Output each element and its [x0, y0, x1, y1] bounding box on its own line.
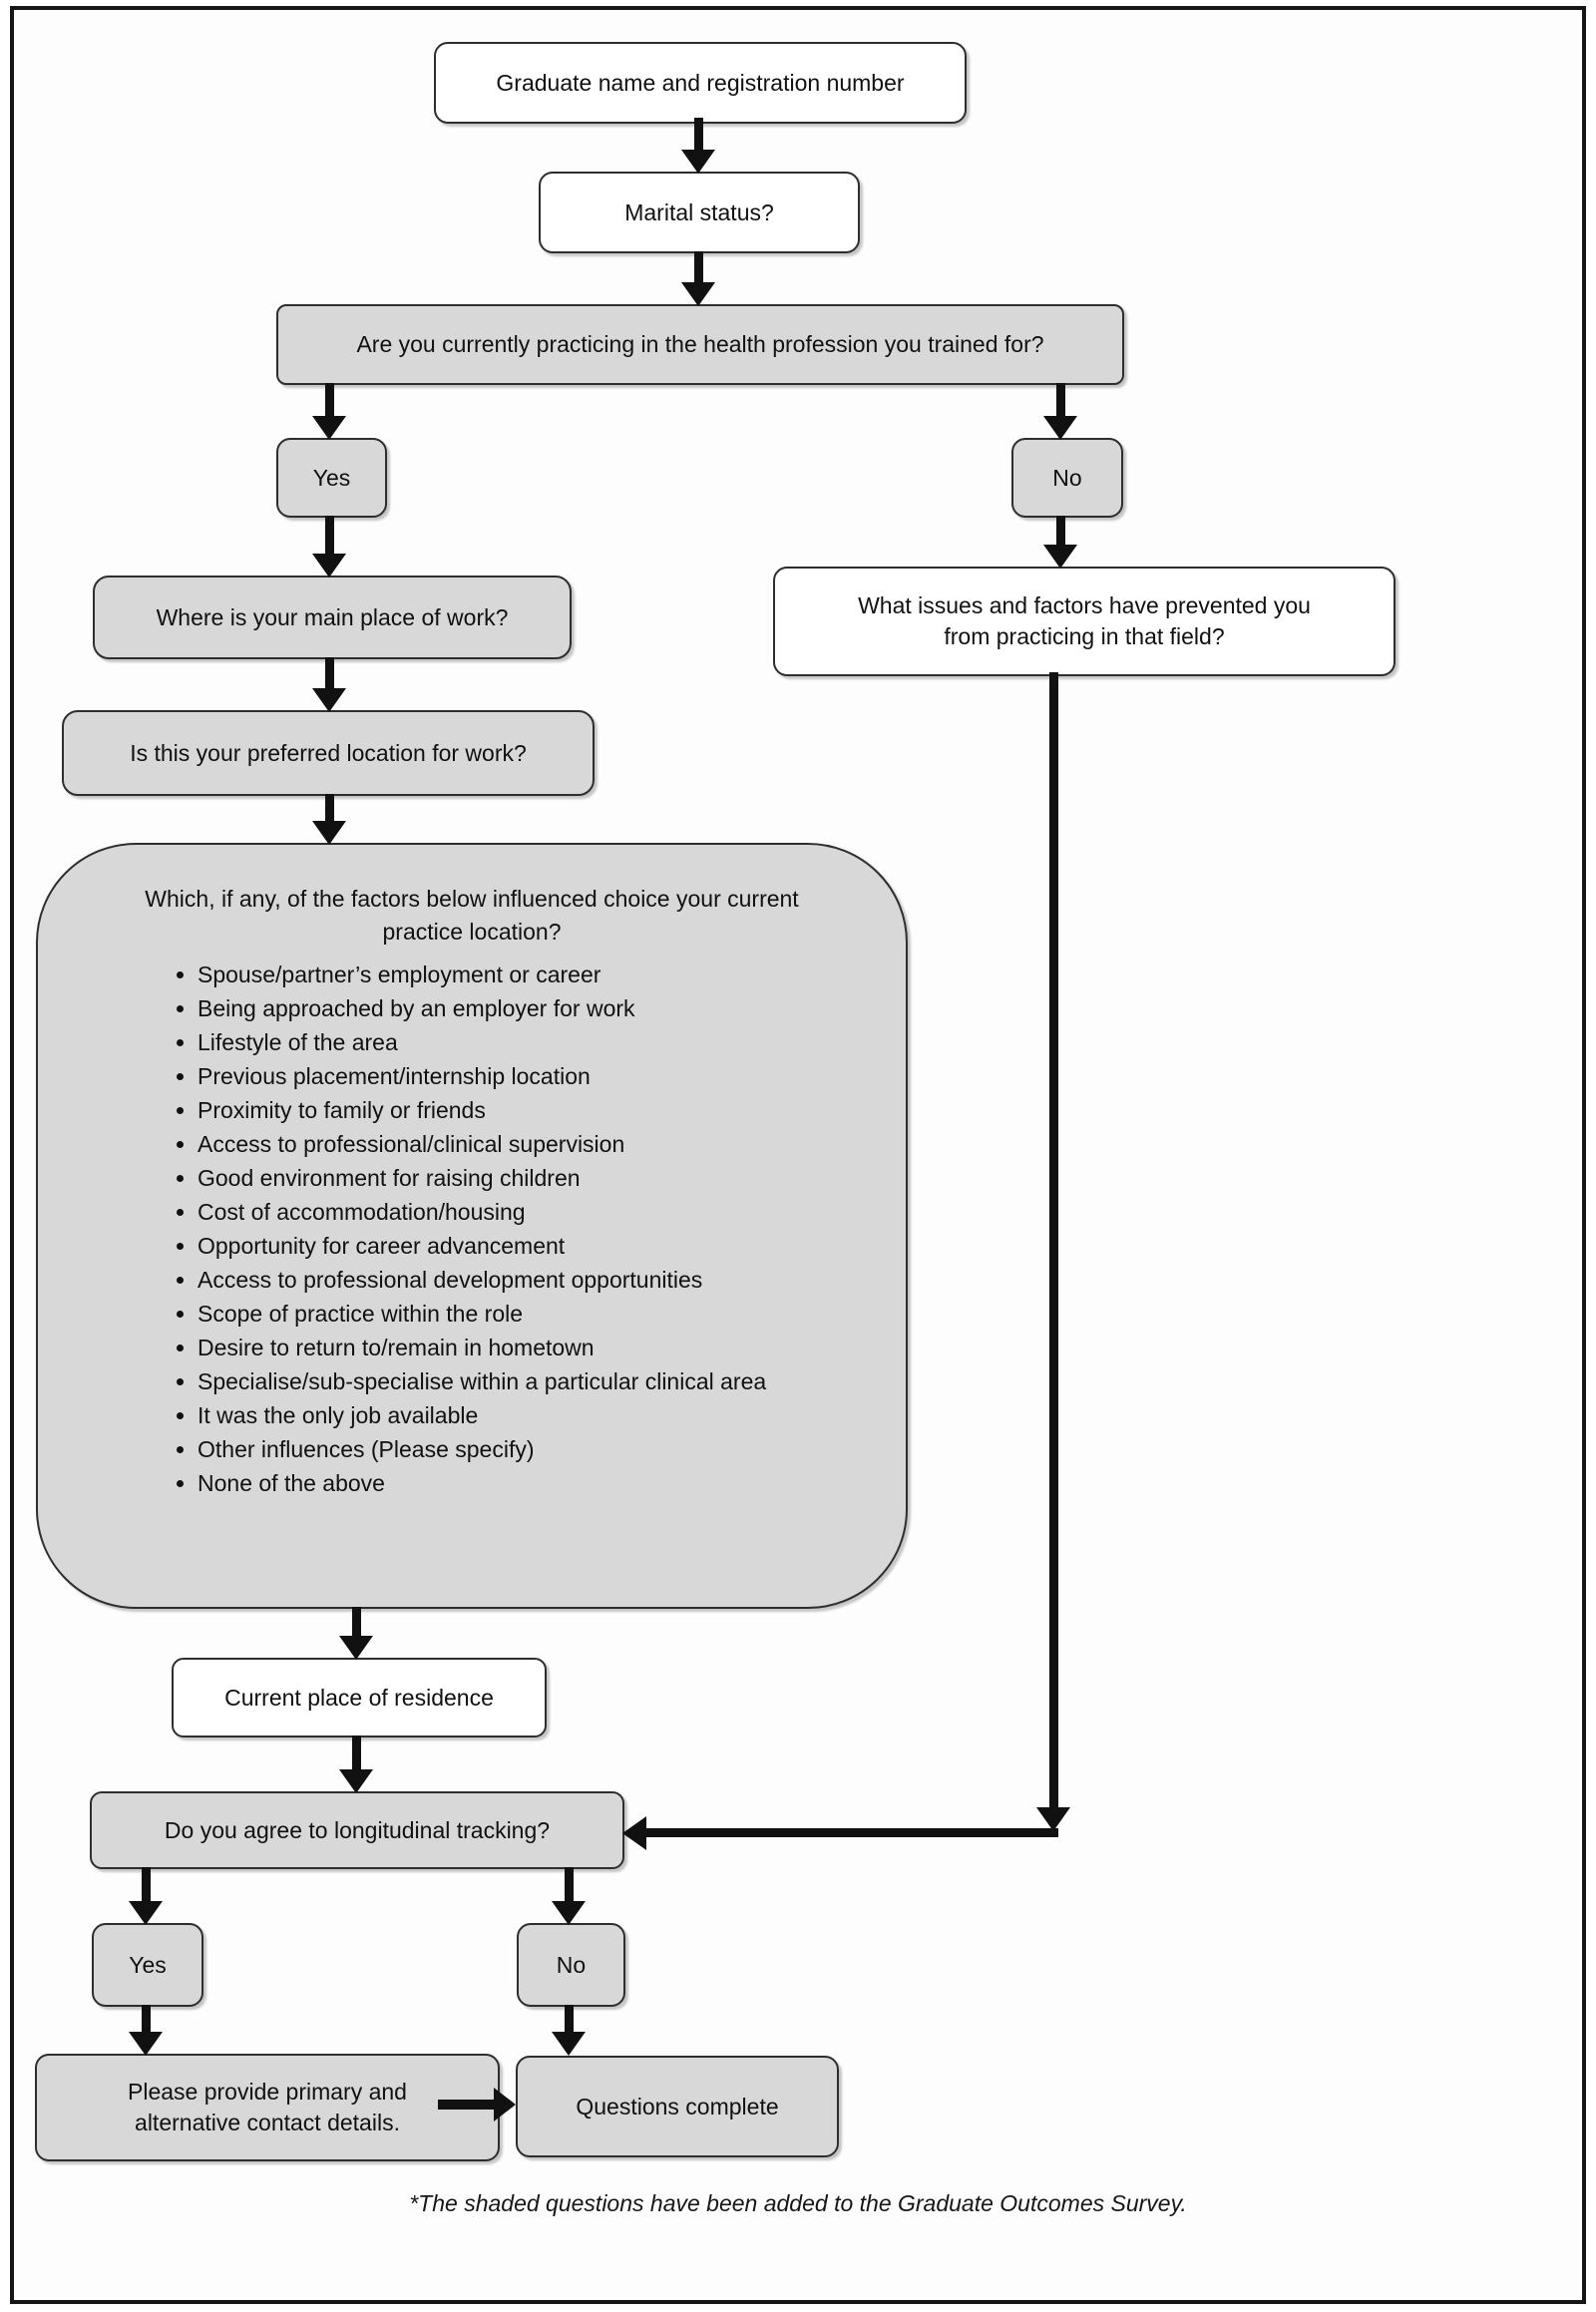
arrow-head-down-icon — [312, 554, 346, 578]
node-label: Please provide primary and alternative c… — [128, 2079, 407, 2135]
factor-item: Spouse/partner’s employment or career — [198, 959, 816, 991]
arrow-stem — [324, 794, 334, 822]
arrow-head-down-icon — [312, 416, 346, 440]
arrow-no-to-issues — [1040, 516, 1080, 569]
arrow-head-down-icon — [552, 2032, 586, 2056]
factor-item: Desire to return to/remain in hometown — [198, 1332, 816, 1364]
factor-item: It was the only job available — [198, 1399, 816, 1432]
arrow-stem — [324, 383, 334, 417]
arrow-graduate-to-marital — [678, 118, 718, 174]
factor-item: Access to professional development oppor… — [198, 1264, 816, 1297]
arrow-head-down-icon — [681, 150, 715, 174]
node-yes-tracking: Yes — [92, 1923, 203, 2007]
node-label: No — [1052, 464, 1082, 491]
arrow-head-down-icon — [681, 282, 715, 306]
arrow-stem — [438, 2100, 495, 2110]
arrow-preferred-to-factors — [309, 794, 349, 845]
arrow-stem — [564, 2005, 574, 2033]
node-issues-prevented: What issues and factors have prevented y… — [773, 567, 1396, 676]
arrow-yes-to-contact — [126, 2005, 166, 2056]
arrow-head-down-icon — [312, 688, 346, 712]
shaded-questions-footnote: *The shaded questions have been added to… — [409, 2190, 1187, 2216]
node-current-residence: Current place of residence — [172, 1658, 547, 1737]
factor-item: Previous placement/internship location — [198, 1060, 816, 1093]
arrow-head-down-icon — [339, 1769, 373, 1793]
node-longitudinal-tracking: Do you agree to longitudinal tracking? — [90, 1791, 624, 1869]
node-label: Are you currently practicing in the heal… — [356, 331, 1044, 357]
arrow-stem — [351, 1607, 361, 1637]
factors-question-title: Which, if any, of the factors below infl… — [145, 886, 799, 945]
arrow-stem — [324, 657, 334, 689]
node-label: Questions complete — [576, 2093, 779, 2119]
arrow-head-right-icon — [494, 2088, 516, 2121]
arrow-head-down-icon — [129, 1901, 163, 1925]
arrow-marital-to-practicing — [678, 251, 718, 306]
arrow-stem — [693, 251, 703, 283]
arrow-stem — [141, 1867, 151, 1902]
connector-issues-horizontal-line — [643, 1828, 1058, 1837]
factor-item: Proximity to family or friends — [198, 1094, 816, 1127]
node-no-tracking: No — [517, 1923, 625, 2007]
arrow-residence-to-tracking — [336, 1735, 376, 1793]
arrow-stem — [564, 1867, 574, 1902]
arrow-stem — [141, 2005, 151, 2033]
factors-list: Spouse/partner’s employment or careerBei… — [166, 959, 816, 1500]
arrow-head-left-icon — [622, 1816, 646, 1850]
node-marital-status: Marital status? — [539, 172, 860, 253]
factor-item: Opportunity for career advancement — [198, 1230, 816, 1263]
node-label: Marital status? — [624, 198, 774, 225]
connector-issues-vertical-line — [1049, 672, 1058, 1809]
arrow-yes-to-mainplace — [309, 516, 349, 578]
factor-item: Specialise/sub-specialise within a parti… — [198, 1365, 816, 1398]
node-label: What issues and factors have prevented y… — [858, 592, 1311, 649]
arrow-contact-to-complete — [438, 2087, 516, 2122]
arrow-factors-to-residence — [336, 1607, 376, 1660]
arrow-no-to-complete — [549, 2005, 589, 2056]
factor-item: Good environment for raising children — [198, 1162, 816, 1195]
node-label: Yes — [312, 464, 351, 491]
node-label: Is this your preferred location for work… — [130, 739, 527, 766]
arrow-stem — [1055, 516, 1065, 546]
arrow-head-down-icon — [552, 1901, 586, 1925]
node-graduate-name: Graduate name and registration number — [434, 42, 967, 124]
node-label: Graduate name and registration number — [496, 69, 905, 96]
node-label: Do you agree to longitudinal tracking? — [164, 1816, 551, 1843]
node-preferred-location: Is this your preferred location for work… — [62, 710, 595, 796]
node-main-place-of-work: Where is your main place of work? — [93, 576, 572, 659]
node-label: Current place of residence — [224, 1684, 494, 1711]
arrow-stem — [693, 118, 703, 151]
arrow-head-down-icon — [1043, 545, 1077, 569]
arrow-practicing-to-no — [1040, 383, 1080, 440]
arrow-stem — [1055, 383, 1065, 417]
factor-item: Cost of accommodation/housing — [198, 1196, 816, 1229]
node-questions-complete: Questions complete — [516, 2056, 839, 2157]
arrow-head-down-icon — [1043, 416, 1077, 440]
node-practicing-question: Are you currently practicing in the heal… — [276, 304, 1124, 385]
node-yes-practicing: Yes — [276, 438, 387, 518]
arrow-head-down-icon — [312, 821, 346, 845]
factor-item: Scope of practice within the role — [198, 1298, 816, 1331]
node-influencing-factors: Which, if any, of the factors below infl… — [36, 843, 908, 1609]
node-contact-details: Please provide primary and alternative c… — [35, 2054, 500, 2161]
node-label: No — [556, 1951, 587, 1978]
factor-item: Other influences (Please specify) — [198, 1433, 816, 1466]
factor-item: Lifestyle of the area — [198, 1026, 816, 1059]
node-label: Where is your main place of work? — [156, 603, 509, 630]
arrow-stem — [324, 516, 334, 555]
factor-item: Being approached by an employer for work — [198, 992, 816, 1025]
arrow-mainplace-to-preferred — [309, 657, 349, 712]
arrow-tracking-to-yes — [126, 1867, 166, 1925]
factor-item: None of the above — [198, 1467, 816, 1500]
arrow-head-down-icon — [339, 1636, 373, 1660]
arrow-head-down-icon — [129, 2032, 163, 2056]
node-label: Yes — [129, 1951, 167, 1978]
arrow-tracking-to-no — [549, 1867, 589, 1925]
arrow-head-down-icon — [1036, 1807, 1070, 1831]
arrow-stem — [351, 1735, 361, 1770]
factor-item: Access to professional/clinical supervis… — [198, 1128, 816, 1161]
node-no-practicing: No — [1011, 438, 1123, 518]
arrow-practicing-to-yes — [309, 383, 349, 440]
